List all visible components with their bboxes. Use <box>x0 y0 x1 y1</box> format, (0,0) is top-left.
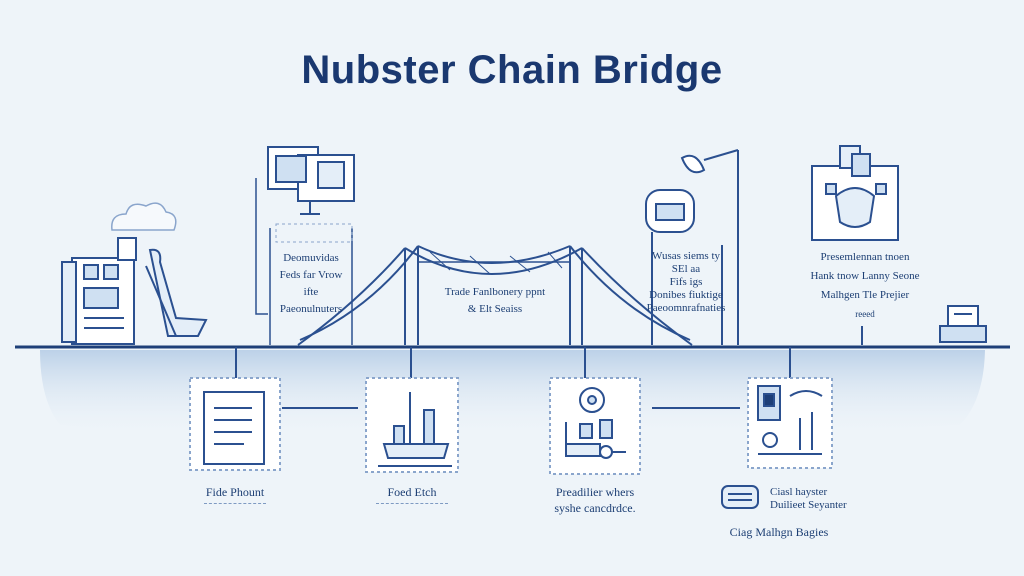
callout-left: Deomuvidas Feds far Vrow ifte Paeonulnut… <box>268 250 354 318</box>
ground-band <box>40 350 985 439</box>
cloud-icon <box>111 202 177 231</box>
callout-left-line: ifte <box>303 286 319 298</box>
legend-chip-icon <box>721 485 759 509</box>
callout-mid-right: Wusas siems ty SEl aa Fifs igs Donibes f… <box>644 250 728 315</box>
node-4-legend: Ciasl hayster Duilieet Seyanter <box>770 486 847 512</box>
node-4-legend-line: Ciasl hayster <box>770 486 828 498</box>
callout-right-line: Hank tnow Lanny Seone <box>810 270 920 282</box>
node-label-3-line: syshe cancdrdce. <box>554 501 636 515</box>
callout-mid-line: Wusas siems ty <box>652 250 720 262</box>
callout-mid-line: Donibes fiuktige <box>649 289 723 301</box>
node-factory-icon <box>365 377 459 473</box>
node-document-icon <box>189 377 281 471</box>
crane-icon <box>145 248 208 337</box>
node-label-1: Fide Phount <box>205 485 265 499</box>
callout-right-line: reeed <box>855 309 875 319</box>
lamp-icon <box>680 149 739 345</box>
callout-right-line: Presemlennan tnoen <box>820 251 910 263</box>
node-device-icon <box>747 377 833 469</box>
document-stack-icon <box>267 146 355 215</box>
node-4-legend-line: Duilieet Seyanter <box>770 499 847 511</box>
callout-left-box <box>275 223 353 243</box>
callout-right-line: Malhgen Tle Prejier <box>820 289 910 301</box>
callout-mid-line: SEl aa <box>671 263 701 275</box>
camera-icon <box>645 189 723 345</box>
node-label-2: Foed Etch <box>387 485 437 499</box>
bridge-graphic <box>297 245 693 346</box>
callout-bridge-line: & Elt Seaiss <box>467 303 523 315</box>
node-label-2-underline <box>376 503 448 504</box>
callout-right: Presemlennan tnoen Hank tnow Lanny Seone… <box>800 248 930 324</box>
node-label-3-line: Preadilier whers <box>555 485 635 499</box>
printer-icon <box>939 305 987 343</box>
page-title: Nubster Chain Bridge <box>301 48 723 92</box>
node-label-4: Ciag Malhgn Bagies <box>729 525 829 539</box>
robot-icon <box>811 145 899 345</box>
callout-left-line: Deomuvidas <box>283 252 339 264</box>
callout-left-line: Paeonulnuters <box>279 303 343 315</box>
callout-mid-line: Fifs igs <box>669 276 703 288</box>
node-label-3: Preadilier whers syshe cancdrdce. <box>530 484 660 516</box>
callout-bridge: Trade Fanlbonery ppnt & Elt Seaiss <box>430 284 560 318</box>
connector-left <box>255 178 268 315</box>
node-machine-icon <box>549 377 641 475</box>
callout-mid-line: Paeoomnrafnaties <box>646 302 726 314</box>
callout-bridge-line: Trade Fanlbonery ppnt <box>444 286 546 298</box>
callout-left-line: Feds far Vrow <box>279 269 343 281</box>
node-label-1-underline <box>204 503 266 504</box>
factory-icon <box>61 237 137 345</box>
